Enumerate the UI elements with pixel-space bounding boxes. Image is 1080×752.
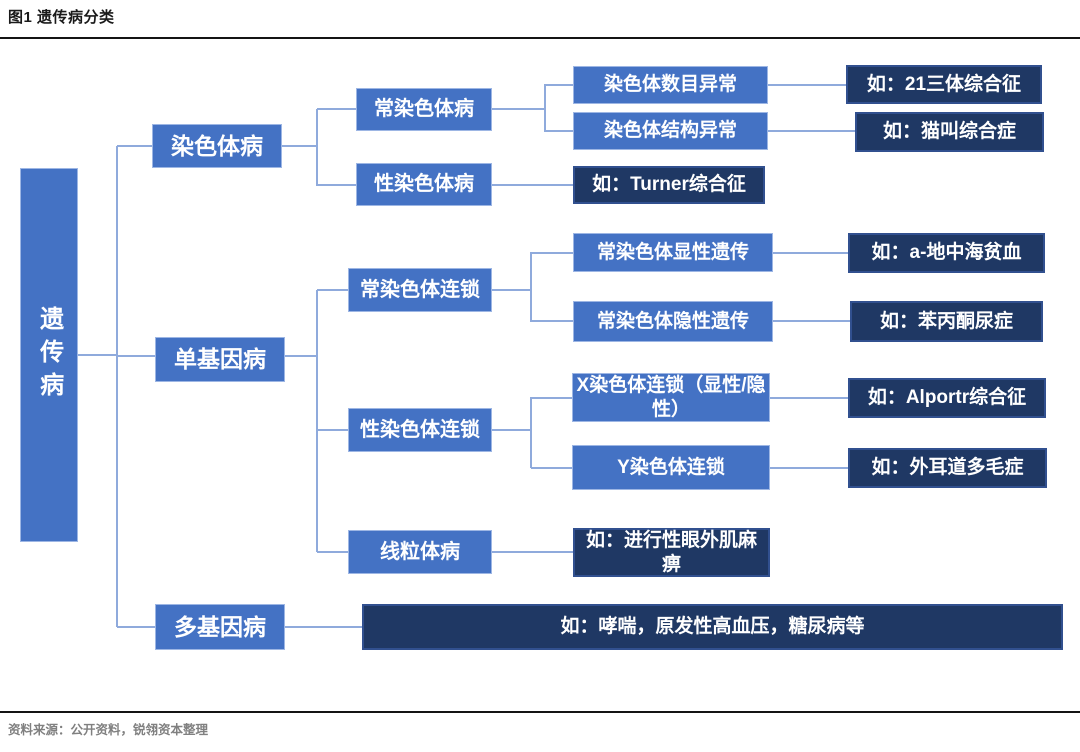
node-monogenic-disease: 单基因病 xyxy=(155,337,285,382)
node-y-chromosome-linkage: Y染色体连锁 xyxy=(572,445,770,490)
connector-line xyxy=(492,429,531,431)
connector-line xyxy=(492,289,531,291)
connector-line xyxy=(768,84,846,86)
connector-line xyxy=(316,290,318,552)
example-alport-syndrome: 如：Alportr综合征 xyxy=(848,378,1046,418)
node-autosomal-linkage: 常染色体连锁 xyxy=(348,268,492,312)
connector-line xyxy=(770,467,848,469)
connector-line xyxy=(531,320,573,322)
connector-line xyxy=(317,429,348,431)
node-chromosome-number-abnormality: 染色体数目异常 xyxy=(573,66,768,104)
example-turner-syndrome: 如：Turner综合征 xyxy=(573,166,765,204)
example-cri-du-chat: 如：猫叫综合症 xyxy=(855,112,1044,152)
connector-line xyxy=(770,397,848,399)
connector-line xyxy=(285,626,362,628)
node-autosomal-recessive: 常染色体隐性遗传 xyxy=(573,301,773,342)
connector-line xyxy=(317,184,356,186)
node-genetic-disease: 遗传病 xyxy=(20,168,78,542)
connector-line xyxy=(117,626,155,628)
connector-line xyxy=(116,146,118,627)
node-chromosome-structure-abnormality: 染色体结构异常 xyxy=(573,112,768,150)
node-x-chromosome-linkage: X染色体连锁（显性/隐性） xyxy=(572,373,770,422)
connector-line xyxy=(117,355,155,357)
example-thalassemia: 如：a-地中海贫血 xyxy=(848,233,1045,273)
connector-line xyxy=(317,108,356,110)
example-polygenic-diseases: 如：哮喘，原发性高血压，糖尿病等 xyxy=(362,604,1063,650)
connector-line xyxy=(316,109,318,186)
connector-line xyxy=(544,84,546,132)
example-trisomy21: 如：21三体综合征 xyxy=(846,65,1042,104)
figure-title: 图1 遗传病分类 xyxy=(8,9,115,26)
connector-line xyxy=(530,252,532,322)
connector-line xyxy=(78,354,117,356)
node-sex-chromosome-disease: 性染色体病 xyxy=(356,163,492,206)
node-mitochondrial-disease: 线粒体病 xyxy=(348,530,492,574)
title-divider xyxy=(0,37,1080,39)
connector-line xyxy=(317,289,348,291)
example-hairy-ears: 如：外耳道多毛症 xyxy=(848,448,1047,488)
connector-line xyxy=(531,252,573,254)
node-autosomal-disease: 常染色体病 xyxy=(356,88,492,131)
connector-line xyxy=(285,355,317,357)
node-chromosomal-disease: 染色体病 xyxy=(152,124,282,168)
connector-line xyxy=(531,467,572,469)
connector-line xyxy=(768,130,855,132)
connector-line xyxy=(545,84,573,86)
node-autosomal-dominant: 常染色体显性遗传 xyxy=(573,233,773,272)
connector-line xyxy=(773,252,848,254)
connector-line xyxy=(492,108,545,110)
connector-line xyxy=(530,397,532,468)
node-sex-linkage: 性染色体连锁 xyxy=(348,408,492,452)
connector-line xyxy=(317,551,348,553)
example-ophthalmoplegia: 如：进行性眼外肌麻痹 xyxy=(573,528,770,577)
connector-line xyxy=(773,320,850,322)
footer-divider xyxy=(0,711,1080,713)
source-note: 资料来源：公开资料，锐翎资本整理 xyxy=(8,723,209,737)
connector-line xyxy=(545,130,573,132)
node-polygenic-disease: 多基因病 xyxy=(155,604,285,650)
connector-line xyxy=(492,184,573,186)
connector-line xyxy=(531,397,572,399)
example-phenylketonuria: 如：苯丙酮尿症 xyxy=(850,301,1043,342)
connector-line xyxy=(282,145,317,147)
connector-line xyxy=(492,551,573,553)
connector-line xyxy=(117,145,152,147)
